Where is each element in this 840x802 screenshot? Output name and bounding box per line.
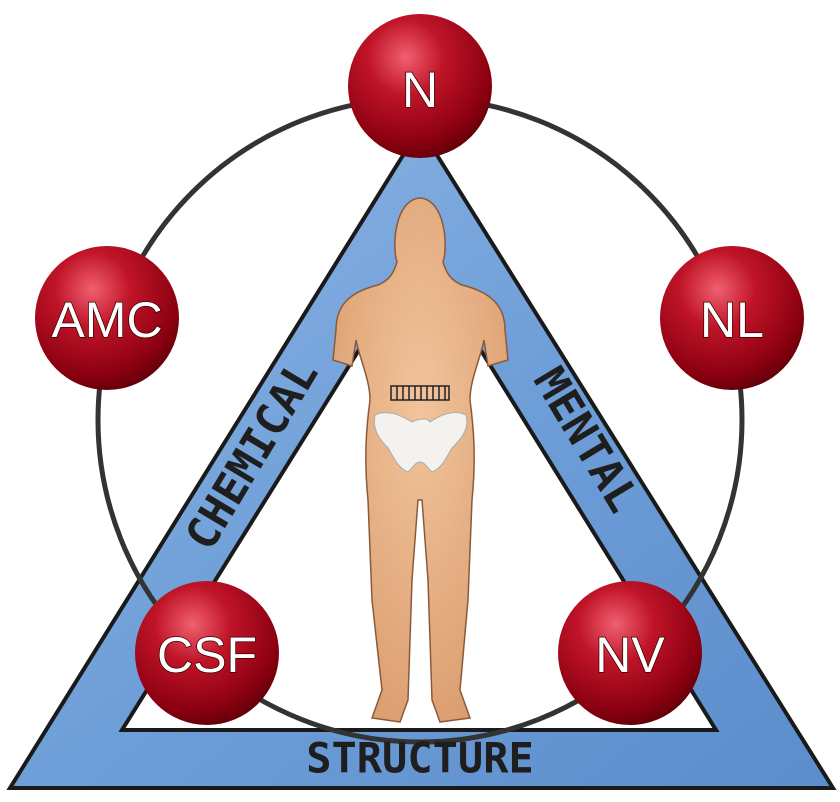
side-label-chemical: CHEMICAL [176,351,329,559]
node-label: NL [700,292,764,348]
node-amc: AMC [35,246,179,390]
side-label-structure: STRUCTURE [306,734,534,783]
triangle-band [6,124,837,790]
node-label: AMC [51,292,162,348]
pelvis-bone [373,412,468,473]
node-nl: NL [660,246,804,390]
spine-segment [390,385,450,401]
node-nv: NV [558,581,702,725]
node-label: N [402,62,438,118]
node-label: NV [595,627,665,683]
node-label: CSF [157,627,257,683]
node-n: N [348,14,492,158]
node-csf: CSF [135,581,279,725]
